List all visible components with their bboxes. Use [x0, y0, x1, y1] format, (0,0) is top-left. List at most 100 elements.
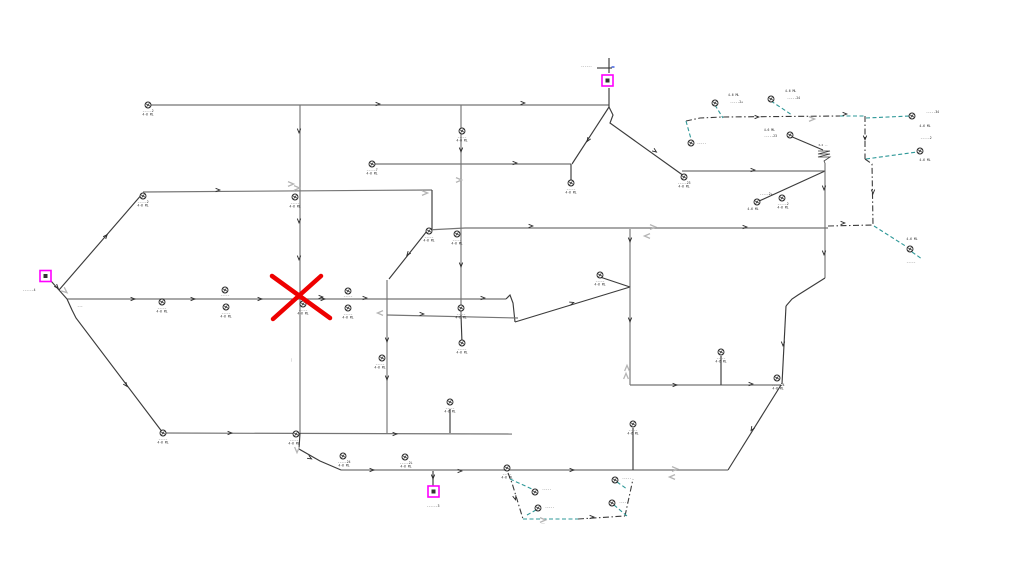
- junction-node[interactable]: [596, 271, 604, 279]
- pipe-segment[interactable]: [785, 277, 826, 307]
- junction-node[interactable]: [503, 464, 511, 472]
- service-line-teal[interactable]: [613, 504, 628, 517]
- junction-node[interactable]: [906, 245, 914, 253]
- junction-node[interactable]: [629, 420, 637, 428]
- gray-flow-arrow: [294, 446, 300, 455]
- junction-node[interactable]: [908, 112, 916, 120]
- pipe-segment[interactable]: [756, 170, 826, 203]
- pipe-segment[interactable]: [162, 432, 513, 435]
- flow-direction-tick: [627, 237, 633, 243]
- junction-node[interactable]: [144, 101, 152, 109]
- junction-node[interactable]: [368, 160, 376, 168]
- node-label: -----: [375, 362, 384, 366]
- service-line-teal[interactable]: [685, 120, 692, 140]
- service-line-teal[interactable]: [770, 100, 793, 116]
- junction-node[interactable]: [753, 198, 761, 206]
- junction-node[interactable]: [222, 303, 230, 311]
- pipe-segment-dashed[interactable]: [577, 515, 626, 520]
- junction-node-hatch: [917, 149, 923, 153]
- service-line-teal[interactable]: [865, 151, 918, 160]
- reservoir-symbol-reservoir-left[interactable]: [39, 269, 52, 283]
- service-line-teal[interactable]: [616, 481, 628, 490]
- service-line-teal[interactable]: [911, 251, 923, 260]
- gray-flow-arrow: [375, 310, 384, 316]
- junction-node[interactable]: [159, 429, 167, 437]
- flow-direction-tick: [296, 128, 302, 134]
- junction-node[interactable]: [916, 147, 924, 155]
- junction-node[interactable]: [221, 286, 229, 294]
- junction-node[interactable]: [608, 499, 616, 507]
- junction-node[interactable]: [344, 304, 352, 312]
- pipe-segment[interactable]: [142, 189, 433, 193]
- node-label: 4-6 ML: [678, 184, 689, 188]
- gray-flow-arrow: [60, 286, 69, 294]
- junction-node[interactable]: [680, 173, 688, 181]
- flow-direction-tick: [122, 381, 128, 388]
- junction-node[interactable]: [457, 304, 465, 312]
- junction-node[interactable]: [446, 398, 454, 406]
- junction-node[interactable]: [687, 139, 695, 147]
- junction-node-hatch: [447, 400, 453, 404]
- junction-node[interactable]: [139, 192, 147, 200]
- pipe-segment[interactable]: [386, 314, 519, 319]
- service-line-teal[interactable]: [526, 509, 537, 516]
- junction-node[interactable]: [786, 131, 794, 139]
- flow-direction-tick: [430, 474, 436, 480]
- junction-node[interactable]: [291, 193, 299, 201]
- junction-node[interactable]: [158, 298, 166, 306]
- service-line-teal[interactable]: [509, 478, 533, 490]
- pipe-segment[interactable]: [460, 314, 463, 344]
- junction-node[interactable]: [378, 354, 386, 362]
- reservoir-symbol-reservoir-bottom[interactable]: [427, 485, 440, 498]
- pump-coil-symbol[interactable]: [817, 150, 832, 164]
- gray-flow-arrow: [808, 116, 817, 122]
- junction-node[interactable]: [458, 127, 466, 135]
- junction-node-hatch: [458, 306, 464, 310]
- junction-node[interactable]: [339, 452, 347, 460]
- junction-node[interactable]: [767, 95, 775, 103]
- junction-node[interactable]: [717, 348, 725, 356]
- junction-node[interactable]: [711, 99, 719, 107]
- pipe-segment[interactable]: [58, 192, 144, 291]
- pipe-segment[interactable]: [298, 432, 342, 471]
- pipe-segment[interactable]: [66, 298, 164, 434]
- junction-node[interactable]: [453, 230, 461, 238]
- node-label: -----: [566, 187, 575, 191]
- junction-node[interactable]: [344, 287, 352, 295]
- reservoir-symbol-reservoir-top[interactable]: [601, 74, 614, 87]
- junction-node[interactable]: [567, 179, 575, 187]
- junction-node-hatch: [369, 162, 375, 166]
- service-line-teal[interactable]: [865, 115, 911, 119]
- pipe-segment[interactable]: [514, 286, 631, 323]
- pipe-segment[interactable]: [781, 305, 787, 385]
- pipe-segment[interactable]: [426, 227, 828, 231]
- junction-node[interactable]: [611, 476, 619, 484]
- pipe-segment[interactable]: [599, 276, 631, 288]
- pipe-segment[interactable]: [789, 135, 824, 151]
- junction-node[interactable]: [773, 374, 781, 382]
- closed-pipe-x-marker[interactable]: [270, 273, 324, 322]
- pipe-segment[interactable]: [608, 106, 685, 177]
- pipe-segment-dashed[interactable]: [685, 115, 841, 122]
- junction-node-hatch: [504, 466, 510, 470]
- node-label: -----: [290, 201, 299, 205]
- junction-node-hatch: [345, 306, 351, 310]
- junction-node[interactable]: [778, 194, 786, 202]
- pipe-segment[interactable]: [727, 384, 782, 471]
- pipe-segment-dashed[interactable]: [827, 224, 874, 227]
- pipe-segment-dashed[interactable]: [864, 158, 874, 226]
- junction-node-hatch: [159, 300, 165, 304]
- junction-node[interactable]: [534, 504, 542, 512]
- pipe-segment[interactable]: [505, 293, 516, 323]
- pipe-segment-dashed[interactable]: [624, 478, 634, 517]
- junction-node[interactable]: [401, 453, 409, 461]
- junction-node[interactable]: [458, 339, 466, 347]
- service-line-teal[interactable]: [714, 104, 724, 119]
- junction-node[interactable]: [425, 227, 433, 235]
- closed-pipe-x-marker[interactable]: [269, 273, 333, 321]
- pipe-segment-dashed[interactable]: [507, 472, 524, 520]
- junction-node[interactable]: [531, 488, 539, 496]
- pipe-segment[interactable]: [571, 106, 610, 165]
- service-line-teal[interactable]: [873, 225, 908, 248]
- junction-node[interactable]: [292, 430, 300, 438]
